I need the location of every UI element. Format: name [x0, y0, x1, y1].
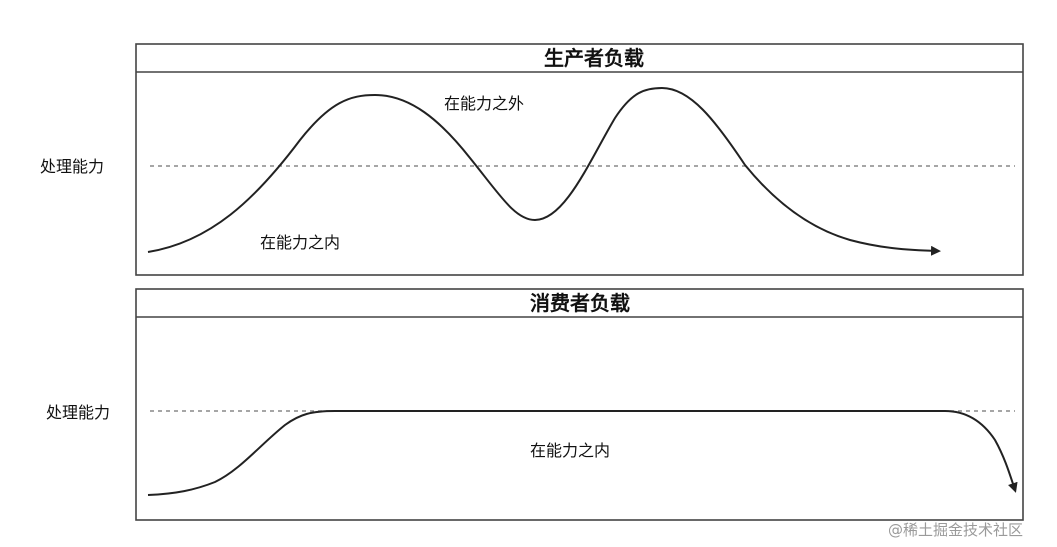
producer-load-panel: 生产者负载 在能力之外 在能力之内: [135, 43, 1024, 276]
consumer-panel-frame: [135, 288, 1024, 521]
producer-above-capacity-label: 在能力之外: [444, 94, 524, 113]
watermark: @稀土掘金技术社区: [888, 521, 1023, 539]
producer-load-curve: [147, 86, 941, 256]
producer-panel-title: 生产者负载: [544, 46, 644, 70]
consumer-inside-capacity-label: 在能力之内: [530, 441, 610, 460]
consumer-load-panel: 消费者负载 在能力之内: [135, 288, 1024, 521]
producer-capacity-label: 处理能力: [40, 157, 104, 176]
consumer-panel-title: 消费者负载: [530, 291, 630, 315]
consumer-capacity-label: 处理能力: [46, 403, 110, 422]
consumer-load-curve: [147, 410, 1018, 496]
producer-below-capacity-label: 在能力之内: [260, 233, 340, 252]
